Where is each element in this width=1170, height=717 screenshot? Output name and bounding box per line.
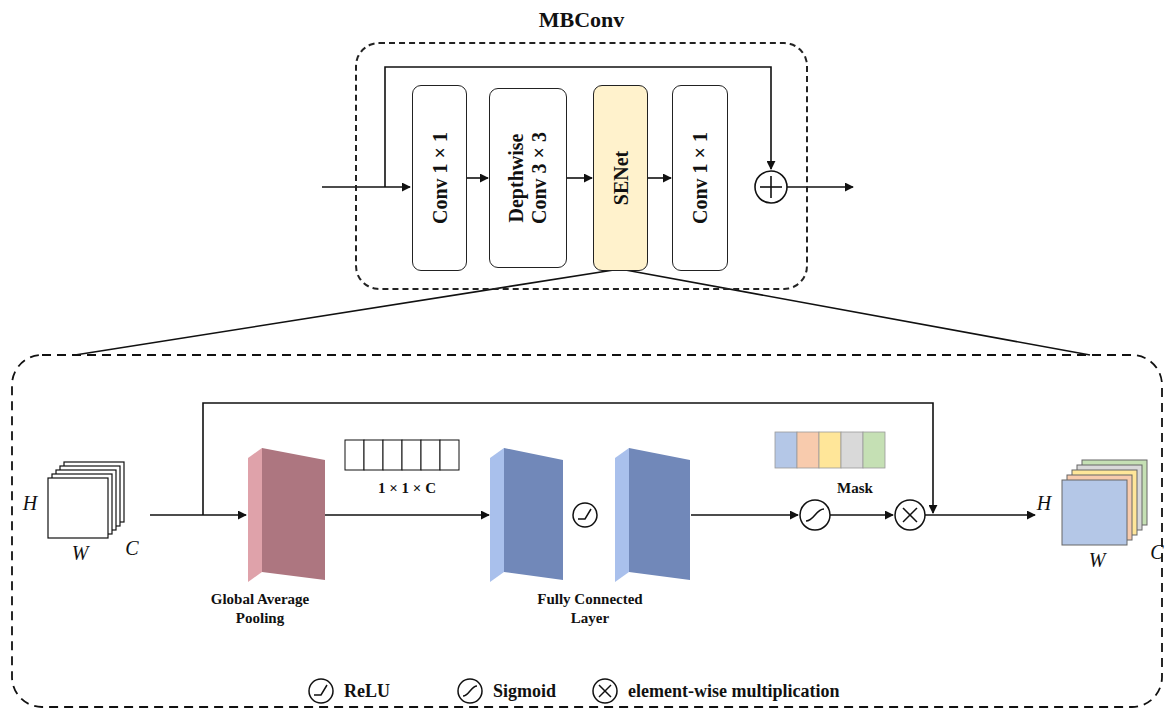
mask-label: Mask xyxy=(837,480,873,497)
flow-arrow xyxy=(467,177,488,179)
flow-line xyxy=(925,514,1035,516)
output-feature-stack xyxy=(1062,460,1147,545)
input-arrow xyxy=(322,186,410,188)
layer-shape xyxy=(490,448,690,582)
add-symbol-stroke xyxy=(760,186,782,188)
process-box: Conv 1 × 1 xyxy=(672,85,728,271)
flow-arrow xyxy=(648,177,671,179)
box-label: SENet xyxy=(609,93,632,263)
flow-line xyxy=(830,514,893,516)
flow-line xyxy=(691,514,798,516)
edge-label: 1 × 1 × C xyxy=(376,480,438,497)
zoom-line xyxy=(75,269,620,355)
dimension-label: H xyxy=(1037,492,1051,515)
dimension-label: C xyxy=(1150,541,1163,564)
layer-block xyxy=(490,448,563,582)
channel-vector xyxy=(345,440,459,470)
detail-outline xyxy=(12,355,1162,707)
flow-line xyxy=(150,514,246,516)
relu-symbol xyxy=(573,503,597,527)
flow-arrow xyxy=(567,177,592,179)
input-feature-stack xyxy=(48,462,124,538)
zoom-line xyxy=(620,269,1090,355)
legend-symbol xyxy=(590,676,620,706)
mask-strip xyxy=(775,432,885,468)
add-symbol-stroke xyxy=(770,176,772,198)
box-label: Depthwise Conv 3 × 3 xyxy=(505,118,551,238)
group-box: MBConvConv 1 × 1Depthwise Conv 3 × 3SENe… xyxy=(355,42,808,290)
add-symbol xyxy=(755,171,787,203)
dimension-label: W xyxy=(72,542,89,565)
layer-label: Fully Connected Layer xyxy=(523,590,658,628)
group-title: MBConv xyxy=(357,6,806,34)
legend-text: ReLU xyxy=(344,681,390,702)
layer-block xyxy=(248,448,325,582)
legend-text: Sigmoid xyxy=(493,681,556,702)
legend-item: ReLU xyxy=(306,676,390,706)
process-box: Conv 1 × 1 xyxy=(412,85,467,271)
layer-node: Fully Connected Layer xyxy=(490,440,690,640)
legend-text: element-wise multiplication xyxy=(628,681,839,702)
dimension-label: C xyxy=(125,537,138,560)
flow-arrow xyxy=(325,514,489,516)
dimension-label: W xyxy=(1089,549,1106,572)
legend-symbol xyxy=(455,676,485,706)
legend-item: element-wise multiplication xyxy=(590,676,839,706)
box-label: Conv 1 × 1 xyxy=(689,93,712,263)
multiply-symbol xyxy=(895,500,925,530)
sigmoid-symbol xyxy=(800,500,830,530)
process-box: Depthwise Conv 3 × 3 xyxy=(489,88,567,268)
legend-item: Sigmoid xyxy=(455,676,556,706)
layer-block xyxy=(615,448,690,582)
legend-symbol xyxy=(306,676,336,706)
layer-label: Global Average Pooling xyxy=(198,590,323,628)
layer-node: Global Average Pooling xyxy=(195,440,325,640)
dimension-label: H xyxy=(23,492,37,515)
output-arrow xyxy=(787,186,853,188)
box-label: Conv 1 × 1 xyxy=(428,93,451,263)
process-box: SENet xyxy=(593,85,648,271)
layer-shape xyxy=(248,448,325,582)
